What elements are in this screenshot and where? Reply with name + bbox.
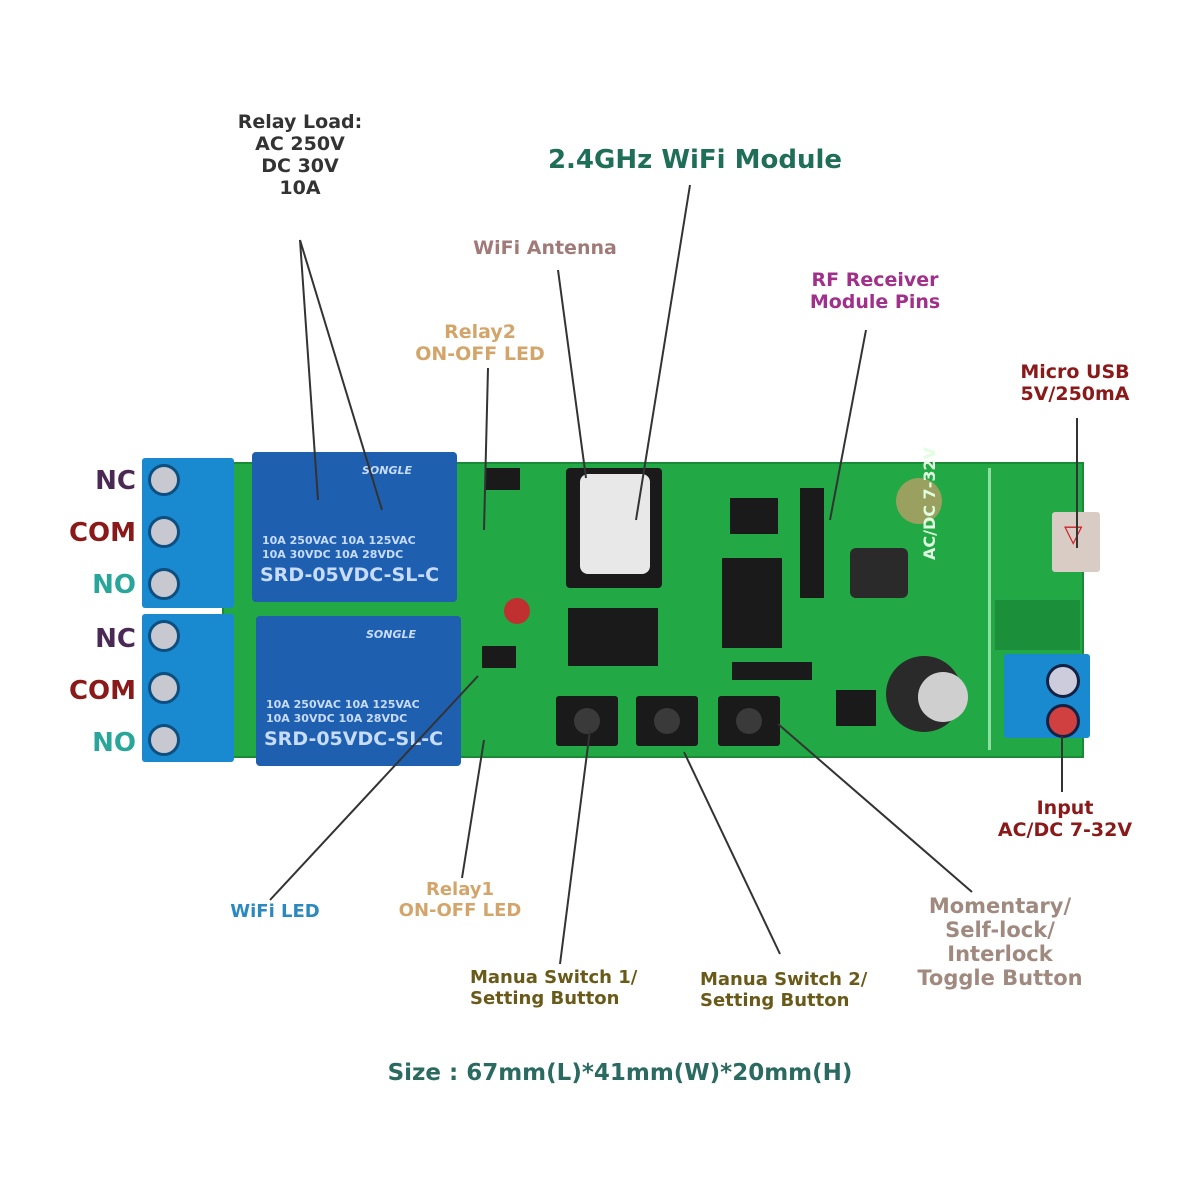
leader-line-switch2 bbox=[683, 751, 781, 955]
terminal-screw bbox=[148, 724, 180, 756]
terminal-label-no: NO bbox=[92, 570, 136, 600]
label-line: RF Receiver bbox=[811, 269, 939, 291]
relay-rating: 10A 30VDC 10A 28VDC bbox=[262, 548, 404, 561]
label-line: Manua Switch 1/ bbox=[470, 967, 638, 988]
wifi-led bbox=[504, 598, 530, 624]
ic-chip bbox=[568, 608, 658, 666]
label-line: Relay1 bbox=[425, 879, 495, 900]
relay-2: SONGLE 10A 250VAC 10A 125VAC 10A 30VDC 1… bbox=[252, 452, 457, 602]
label-line: ON-OFF LED bbox=[415, 342, 545, 365]
label-line: Momentary/ bbox=[928, 894, 1072, 918]
pcb-text: AC/DC 7-32V bbox=[920, 447, 939, 560]
pcb-power-area bbox=[995, 600, 1080, 650]
toggle-label: Momentary/ Self-lock/ Interlock Toggle B… bbox=[900, 894, 1100, 991]
regulator bbox=[730, 498, 778, 534]
switch-2-button[interactable] bbox=[636, 696, 698, 746]
ic-chip bbox=[722, 558, 782, 648]
label-line: Relay2 bbox=[444, 321, 516, 343]
relay1-led-label: Relay1 ON-OFF LED bbox=[380, 879, 540, 921]
wifi-antenna-label: WiFi Antenna bbox=[473, 237, 617, 259]
label-line: Self-lock/ bbox=[945, 918, 1055, 943]
relay-rating: 10A 30VDC 10A 28VDC bbox=[266, 712, 408, 725]
relay-brand: SONGLE bbox=[366, 628, 417, 641]
relay-1: SONGLE 10A 250VAC 10A 125VAC 10A 30VDC 1… bbox=[256, 616, 461, 766]
leader-line-switch1 bbox=[559, 729, 591, 965]
terminal-label-com: COM bbox=[68, 518, 136, 548]
label-line: Relay Load: bbox=[237, 111, 363, 133]
terminal-screw bbox=[148, 620, 180, 652]
power-screw bbox=[1046, 664, 1080, 698]
terminal-screw bbox=[148, 568, 180, 600]
label-line: 5V/250mA bbox=[1020, 382, 1130, 405]
terminal-screw bbox=[148, 516, 180, 548]
terminal-label-no: NO bbox=[92, 728, 136, 758]
input-label: Input AC/DC 7-32V bbox=[990, 797, 1140, 842]
label-line: Interlock bbox=[947, 942, 1053, 967]
capacitor bbox=[896, 478, 942, 524]
relay2-led-label: Relay2 ON-OFF LED bbox=[400, 321, 560, 366]
label-line: ON-OFF LED bbox=[398, 899, 522, 921]
toggle-button[interactable] bbox=[718, 696, 780, 746]
pcb-divider bbox=[988, 468, 991, 750]
relay-model: SRD-05VDC-SL-C bbox=[264, 728, 444, 750]
label-line: AC/DC 7-32V bbox=[997, 818, 1133, 841]
terminal-screw bbox=[148, 672, 180, 704]
switch-1-button[interactable] bbox=[556, 696, 618, 746]
wifi-module bbox=[566, 468, 662, 588]
power-screw bbox=[1046, 704, 1080, 738]
switch1-label: Manua Switch 1/ Setting Button bbox=[470, 967, 670, 1009]
label-line: Setting Button bbox=[700, 989, 850, 1011]
relay2-led-smd bbox=[486, 468, 520, 490]
terminal-label-com: COM bbox=[68, 676, 136, 706]
label-line: DC 30V bbox=[261, 154, 339, 177]
label-line: Toggle Button bbox=[917, 966, 1083, 991]
switch2-label: Manua Switch 2/ Setting Button bbox=[700, 969, 900, 1011]
micro-usb-label: Micro USB 5V/250mA bbox=[990, 361, 1160, 406]
terminal-label-nc: NC bbox=[95, 466, 136, 496]
capacitor-top bbox=[918, 672, 968, 722]
wifi-led-label: WiFi LED bbox=[230, 901, 320, 922]
size-label: Size : 67mm(L)*41mm(W)*20mm(H) bbox=[387, 1060, 853, 1086]
relay-model: SRD-05VDC-SL-C bbox=[260, 564, 440, 586]
inductor bbox=[850, 548, 908, 598]
terminal-screw bbox=[148, 464, 180, 496]
relay-brand: SONGLE bbox=[362, 464, 413, 477]
relay-rating: 10A 250VAC 10A 125VAC bbox=[266, 698, 420, 711]
label-line: AC 250V bbox=[255, 132, 345, 155]
header-pins bbox=[732, 662, 812, 680]
relay-rating: 10A 250VAC 10A 125VAC bbox=[262, 534, 416, 547]
wifi-shield bbox=[580, 474, 650, 574]
label-line: Input bbox=[1036, 797, 1094, 819]
terminal-label-nc: NC bbox=[95, 624, 136, 654]
label-line: Setting Button bbox=[470, 987, 620, 1009]
usb-arrow-icon: ▽ bbox=[1064, 520, 1083, 548]
label-line: Micro USB bbox=[1020, 361, 1130, 383]
rf-pins bbox=[800, 488, 824, 598]
label-line: Module Pins bbox=[809, 290, 941, 313]
ic-chip bbox=[836, 690, 876, 726]
label-line: Manua Switch 2/ bbox=[700, 969, 868, 990]
relay-load-label: Relay Load: AC 250V DC 30V 10A bbox=[200, 111, 400, 199]
leader-line-antenna bbox=[557, 269, 587, 479]
label-line: 10A bbox=[279, 176, 321, 199]
leader-line-relay1-led bbox=[461, 739, 485, 879]
relay1-led-smd bbox=[482, 646, 516, 668]
rf-receiver-label: RF Receiver Module Pins bbox=[790, 269, 960, 314]
title-label: 2.4GHz WiFi Module bbox=[547, 145, 843, 175]
